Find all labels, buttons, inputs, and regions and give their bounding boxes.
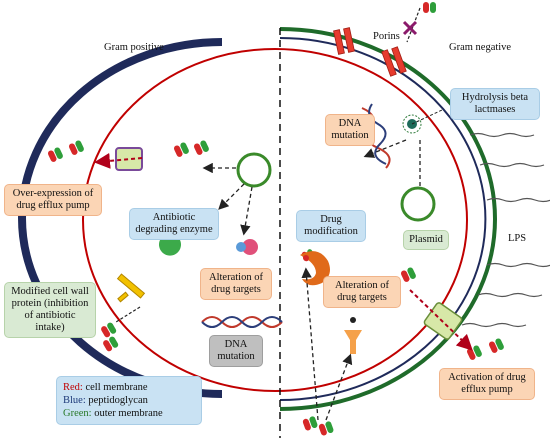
drug-capsules (47, 140, 504, 436)
porins-label: Porins (373, 31, 400, 42)
efflux-pump-left (94, 147, 143, 171)
legend-blue-text: peptidoglycan (88, 395, 148, 406)
modified-wall-protein (115, 273, 146, 323)
alteration-left-label: Alteration of drug targets (200, 268, 272, 300)
plasmid-label: Plasmid (403, 230, 449, 250)
modification-enzyme-icon (300, 251, 330, 286)
plasmid-left (236, 152, 272, 188)
process-arrows (202, 139, 421, 421)
legend: Red: cell membrane Blue: peptidoglycan G… (56, 376, 202, 425)
dna-mutation-left-label: DNA mutation (209, 335, 263, 367)
outer-membrane (279, 27, 497, 411)
drug-target-left-icon (236, 239, 258, 255)
peptidoglycan-thick (18, 38, 223, 398)
efflux-pump-right (409, 289, 473, 351)
drug-target-right-icon (344, 317, 362, 354)
legend-green-key: Green: (63, 408, 92, 419)
hydrolysis-label: Hydrolysis beta lactmases (450, 88, 540, 120)
legend-green-row: Green: outer membrane (63, 407, 195, 420)
over-expression-label: Over-expression of drug efflux pump (4, 184, 102, 216)
gram-positive-heading: Gram positive (104, 42, 164, 53)
antibiotic-enzyme-label: Antibiotic degrading enzyme (129, 208, 219, 240)
enzyme-icon (159, 240, 182, 256)
drug-modification-label: Drug modification (296, 210, 366, 242)
activation-label: Activation of drug efflux pump (439, 368, 535, 400)
legend-blue-key: Blue: (63, 395, 86, 406)
lps-label: LPS (508, 233, 527, 244)
dna-mutation-right-label: DNA mutation (325, 114, 375, 146)
blocked-drug (402, 2, 436, 43)
lps-chains (454, 97, 550, 328)
legend-red-row: Red: cell membrane (63, 381, 195, 394)
legend-green-text: outer membrane (94, 408, 163, 419)
modified-wall-label: Modified cell wall protein (inhibition o… (4, 282, 96, 338)
plasmid-right (400, 186, 436, 222)
beta-lactamase-icon (402, 109, 443, 134)
gram-negative-heading: Gram negative (449, 42, 512, 53)
legend-blue-row: Blue: peptidoglycan (63, 394, 195, 407)
peptidoglycan-thin (279, 37, 487, 401)
cell-membrane (82, 48, 468, 392)
legend-red-text: cell membrane (85, 382, 148, 393)
alteration-right-label: Alteration of drug targets (323, 276, 401, 308)
legend-red-key: Red: (63, 382, 83, 393)
porin-channels (333, 27, 407, 77)
dna-helix-left-icon (201, 316, 283, 328)
